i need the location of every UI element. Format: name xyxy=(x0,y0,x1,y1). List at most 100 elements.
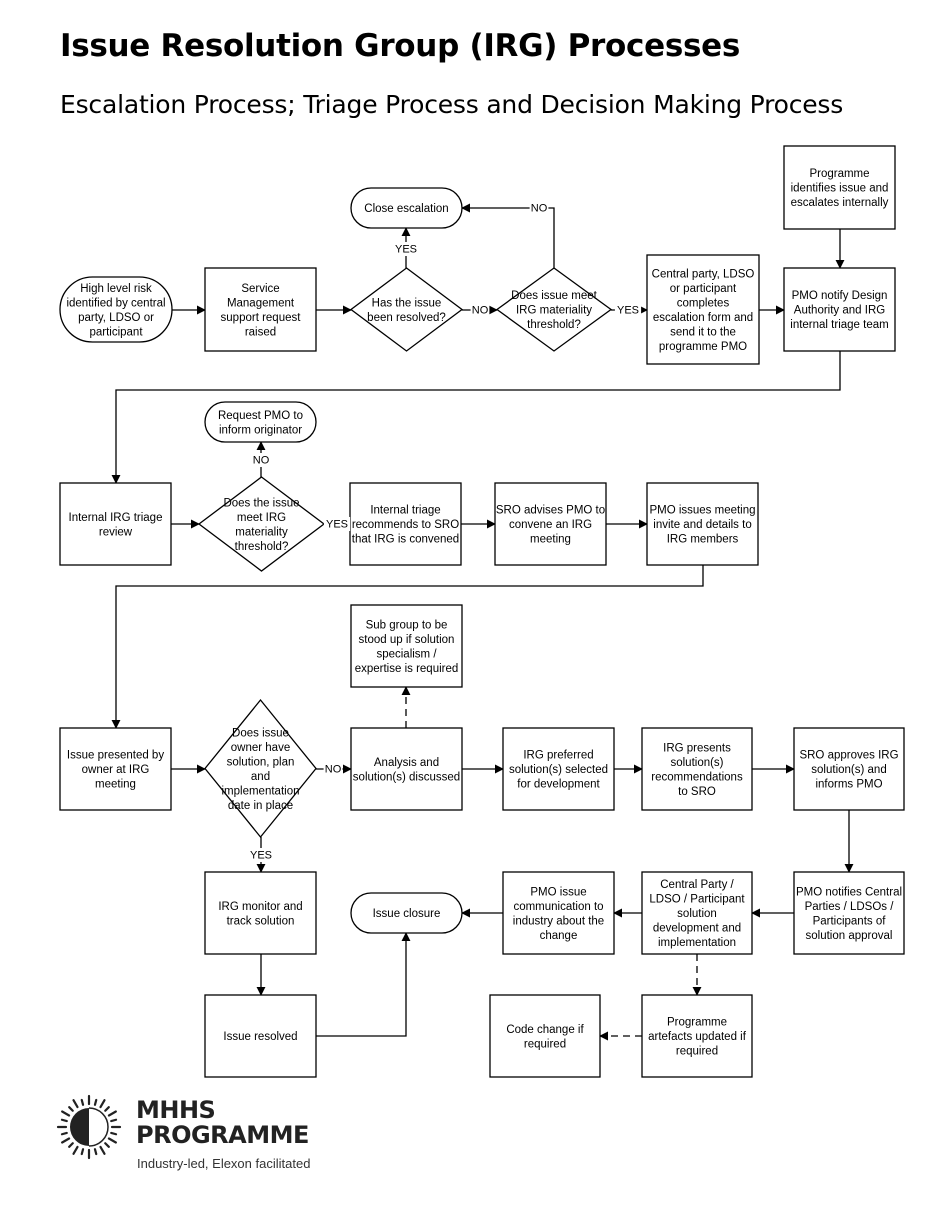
process-box xyxy=(783,145,896,230)
node-text-line: solution xyxy=(677,908,717,920)
decision-diamond xyxy=(204,698,317,839)
edge-issue-resolved-to-issue-closure xyxy=(316,932,411,1037)
sun-half-icon xyxy=(56,1094,122,1160)
node-text-line: Does the issue xyxy=(223,497,299,509)
edge-pmo-issues-invite-to-issue-presented xyxy=(111,565,704,729)
svg-text:NO: NO xyxy=(531,202,548,214)
node-text-line: convene an IRG xyxy=(509,519,592,531)
decision-diamond xyxy=(349,267,464,352)
node-text-line: solution(s) discussed xyxy=(353,771,460,783)
node-text-line: implementation xyxy=(222,785,300,797)
node-text-line: High level risk xyxy=(80,283,152,295)
node-text-line: programme PMO xyxy=(659,341,747,353)
process-box xyxy=(783,267,896,352)
svg-text:YES: YES xyxy=(395,243,417,255)
process-box xyxy=(793,871,905,955)
process-box xyxy=(502,727,615,811)
node-text-line: invite and details to xyxy=(653,519,751,531)
node-text-line: PMO notifies Central xyxy=(796,886,902,898)
node-text-line: Service xyxy=(241,283,279,295)
node-text-line: Management xyxy=(227,297,295,309)
process-box xyxy=(641,727,753,811)
process-box xyxy=(646,254,760,365)
process-box xyxy=(59,727,172,811)
node-text-line: escalates internally xyxy=(791,197,889,209)
node-text-line: to SRO xyxy=(678,786,716,798)
logo-name-line1: MHHS xyxy=(136,1096,216,1124)
node-issue-closure: Issue closure xyxy=(350,892,463,934)
node-text-line: party, LDSO or xyxy=(78,312,154,324)
node-text-line: been resolved? xyxy=(367,312,446,324)
node-text-line: SRO approves IRG xyxy=(799,750,898,762)
node-text-line: Has the issue xyxy=(372,297,442,309)
edge-label-yes: YES xyxy=(392,242,420,256)
node-text-line: specialism / xyxy=(376,648,437,660)
node-text-line: owner at IRG xyxy=(82,764,150,776)
node-text-line: Close escalation xyxy=(364,203,448,215)
node-text-line: Does issue xyxy=(232,727,289,739)
node-text-line: participant xyxy=(89,326,143,338)
node-text-line: expertise is required xyxy=(355,663,459,675)
terminal-box xyxy=(350,187,463,229)
node-text-line: meeting xyxy=(95,779,136,791)
process-box xyxy=(59,482,172,566)
edge-label-yes: YES xyxy=(247,848,275,862)
process-box xyxy=(502,871,615,955)
node-text-line: Analysis and xyxy=(374,757,439,769)
node-text-line: Central party, LDSO xyxy=(652,268,755,280)
node-text-line: date in place xyxy=(228,800,293,812)
node-text-line: Does issue meet xyxy=(511,290,597,302)
node-text-line: raised xyxy=(245,326,276,338)
node-text-line: track solution xyxy=(227,915,295,927)
node-text-line: stood up if solution xyxy=(359,634,455,646)
node-text-line: PMO issue xyxy=(530,886,586,898)
node-text-line: implementation xyxy=(658,937,736,949)
node-text-line: recommendations xyxy=(651,771,743,783)
node-pmo-communication: PMO issue communication to industry about … xyxy=(502,871,615,955)
edge-label-no: NO xyxy=(251,453,271,467)
node-text-line: threshold? xyxy=(527,319,581,331)
edge-label-no: NO xyxy=(470,303,490,317)
node-text-line: development and xyxy=(653,923,741,935)
node-text-line: for development xyxy=(517,779,600,791)
node-text-line: IRG preferred xyxy=(523,750,593,762)
node-text-line: Request PMO to xyxy=(218,410,303,422)
process-box xyxy=(641,994,753,1078)
node-text-line: artefacts updated if xyxy=(648,1031,747,1043)
node-text-line: solution, plan xyxy=(227,756,295,768)
node-text-line: IRG monitor and xyxy=(218,901,302,913)
node-text-line: IRG materiality xyxy=(516,305,592,317)
decision-diamond xyxy=(495,267,613,352)
edge-label-no: NO xyxy=(323,762,343,776)
node-text-line: send it to the xyxy=(670,326,736,338)
node-irg-presents: IRG presentssolution(s)recommendationsto… xyxy=(641,727,753,811)
node-text-line: industry about the xyxy=(513,915,604,927)
node-text-line: that IRG is convened xyxy=(352,534,459,546)
node-text-line: Central Party / xyxy=(660,879,734,891)
node-text-line: internal triage team xyxy=(790,319,888,331)
node-text-line: required xyxy=(676,1046,718,1058)
node-issue-resolved: Issue resolved xyxy=(204,994,317,1078)
process-box xyxy=(349,482,462,566)
node-text-line: support request xyxy=(221,312,302,324)
node-text-line: PMO issues meeting xyxy=(649,505,755,517)
process-box xyxy=(350,727,463,811)
node-text-line: Programme xyxy=(667,1017,727,1029)
process-box xyxy=(204,267,317,352)
node-text-line: PMO notify Design xyxy=(792,290,888,302)
node-text-line: communication to xyxy=(513,901,603,913)
